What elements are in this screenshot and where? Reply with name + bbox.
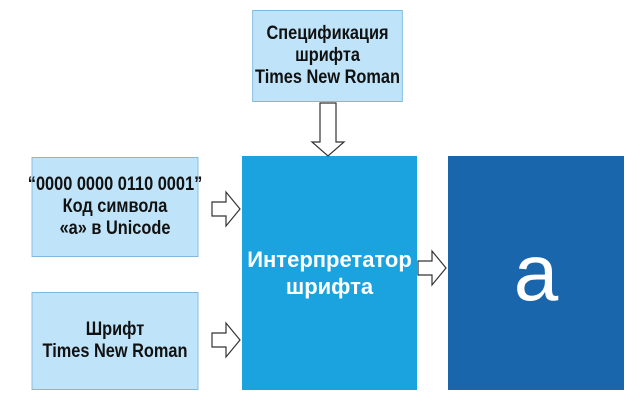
output-glyph-box: a [448,156,624,390]
output-glyph: a [513,228,559,317]
arrow-right-interpreter-to-output [417,249,447,287]
arrow-right-code-to-interpreter [211,190,241,228]
arrow-down-spec-to-interpreter [310,102,346,157]
spec-line-2: шрифта [295,45,360,66]
interpreter-line-1: Интерпретатор [247,247,412,272]
spec-line-1: Спецификация [266,23,389,44]
code-line-1: “0000 0000 0110 0001” [27,174,203,195]
font-line-2: Times New Roman [42,341,188,362]
font-specification-box: Спецификация шрифта Times New Roman [252,10,403,102]
code-line-3: «а» в Unicode [59,218,171,239]
spec-line-3: Times New Roman [255,67,400,88]
arrow-right-font-to-interpreter [211,321,241,359]
unicode-code-box: “0000 0000 0110 0001” Код символа «а» в … [28,157,202,257]
interpreter-line-2: шрифта [285,274,374,299]
font-interpreter-box: Интерпретатор шрифта [242,156,417,390]
code-line-2: Код символа [62,196,168,217]
font-box: Шрифт Times New Roman [31,292,199,390]
font-line-1: Шрифт [85,319,145,340]
